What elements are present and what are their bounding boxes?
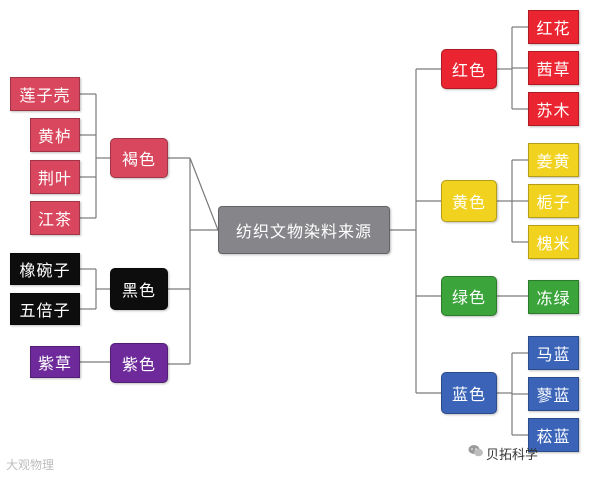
category-green: 绿色 [441, 276, 497, 316]
category-purple: 紫色 [110, 343, 168, 383]
leaf-yellow-1: 栀子 [528, 184, 579, 218]
leaf-brown-1: 黄栌 [30, 118, 80, 152]
leaf-blue-0: 马蓝 [528, 336, 579, 370]
leaf-brown-2: 荆叶 [30, 160, 80, 194]
leaf-black-1: 五倍子 [10, 293, 80, 325]
leaf-brown-0: 莲子壳 [10, 77, 80, 111]
category-black: 黑色 [110, 268, 168, 310]
leaf-red-0: 红花 [528, 10, 579, 44]
leaf-brown-3: 江茶 [30, 201, 80, 235]
category-brown: 褐色 [110, 138, 168, 178]
leaf-purple-0: 紫草 [30, 346, 80, 378]
watermark-left: 大观物理 [6, 458, 55, 472]
leaf-yellow-0: 姜黄 [528, 143, 579, 177]
category-red: 红色 [441, 49, 497, 89]
leaf-blue-2: 菘蓝 [528, 418, 579, 452]
leaf-yellow-2: 槐米 [528, 225, 579, 259]
root-node: 纺织文物染料来源 [218, 206, 390, 254]
wechat-icon [468, 445, 483, 457]
leaf-black-0: 橡碗子 [10, 253, 80, 285]
leaf-green-0: 冻绿 [528, 280, 579, 314]
leaf-red-2: 苏木 [528, 92, 579, 126]
connector-root-brown [189, 157, 219, 231]
leaf-red-1: 茜草 [528, 51, 579, 85]
leaf-blue-1: 蓼蓝 [528, 377, 579, 411]
category-yellow: 黄色 [441, 180, 497, 222]
category-blue: 蓝色 [441, 372, 497, 414]
watermark-right: 贝拓科学 [486, 448, 539, 463]
